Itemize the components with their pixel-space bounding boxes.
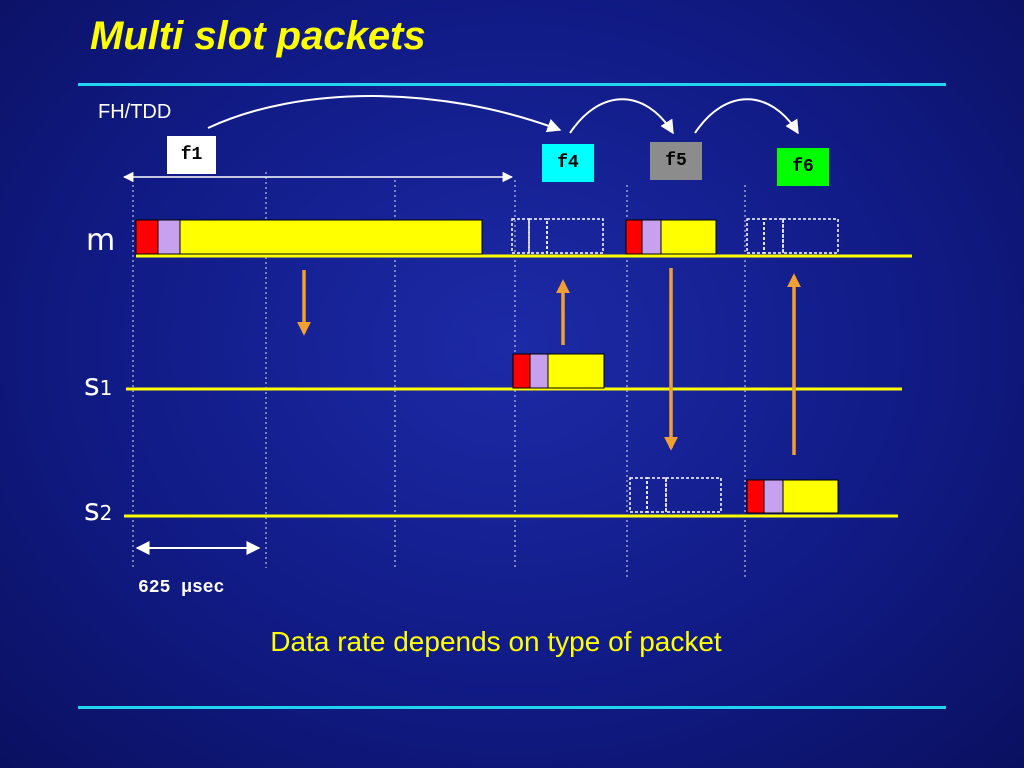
payload-block bbox=[547, 353, 605, 389]
access-code-block bbox=[512, 353, 531, 389]
access-code-block bbox=[135, 219, 159, 255]
frequency-f5-badge: f5 bbox=[650, 142, 702, 180]
hop-arrow-f4-f5 bbox=[569, 98, 674, 135]
frequency-f4-badge: f4 bbox=[542, 144, 594, 182]
access-code-block bbox=[746, 479, 765, 514]
header-block bbox=[157, 219, 181, 255]
frequency-f6-badge: f6 bbox=[777, 148, 829, 186]
frequency-f1-badge: f1 bbox=[167, 136, 216, 174]
empty-slot-master-1 bbox=[511, 218, 604, 254]
caption-text: Data rate depends on type of packet bbox=[270, 626, 722, 657]
access-code-block bbox=[625, 219, 643, 255]
header-block bbox=[641, 219, 662, 255]
payload-block bbox=[782, 479, 839, 514]
top-divider bbox=[78, 83, 946, 86]
page-title: Multi slot packets bbox=[90, 14, 426, 58]
hop-arrow-f5-f6 bbox=[694, 98, 799, 135]
empty-slot-master-2 bbox=[746, 218, 839, 254]
slave2-packet bbox=[746, 479, 839, 514]
caption: Data rate depends on type of packet bbox=[0, 626, 1024, 658]
lane-label-master: m bbox=[86, 223, 116, 258]
slave1-packet bbox=[512, 353, 605, 389]
header-block bbox=[763, 479, 784, 514]
master-single-slot-packet bbox=[625, 219, 717, 255]
hop-arrow-f1-f4 bbox=[207, 95, 562, 133]
lane-label-slave-1: s1 bbox=[84, 368, 113, 403]
bottom-divider bbox=[78, 706, 946, 709]
master-multislot-packet bbox=[135, 219, 483, 255]
payload-block bbox=[660, 219, 717, 255]
slot-duration-label: 625 µsec bbox=[138, 578, 225, 598]
header-block bbox=[529, 353, 549, 389]
payload-block bbox=[179, 219, 483, 255]
empty-slot-slave2 bbox=[629, 477, 722, 513]
lane-label-slave-2: s2 bbox=[84, 493, 113, 528]
fh-tdd-label: FH/TDD bbox=[98, 101, 172, 123]
